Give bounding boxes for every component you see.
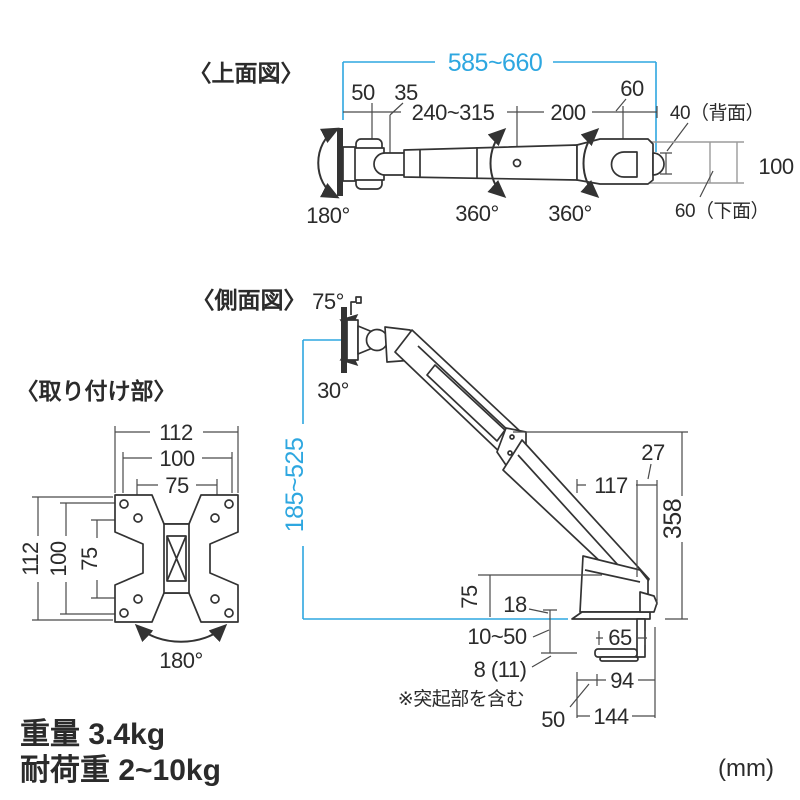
clamp-column bbox=[579, 555, 649, 613]
side-dim-8-11: 8 (11) bbox=[474, 657, 527, 682]
side-dim-clamp-range: 10~50 bbox=[467, 624, 527, 649]
top-total-width-dimension: 585~660 bbox=[342, 49, 657, 152]
top-angle-joint2: 360° bbox=[548, 201, 592, 226]
side-dim-27: 27 bbox=[641, 440, 665, 465]
spec-text: 重量 3.4kg 耐荷重 2~10kg (mm) bbox=[20, 718, 774, 787]
top-total-width-label: 585~660 bbox=[448, 49, 543, 77]
side-dim-18: 18 bbox=[503, 592, 527, 617]
side-dim-94: 94 bbox=[610, 668, 634, 693]
side-angle-down: 30° bbox=[317, 378, 349, 403]
arc-180 bbox=[317, 127, 340, 199]
clamp-front-bump bbox=[639, 591, 658, 613]
wall-plate-edge-side bbox=[341, 307, 347, 373]
top-rear-dimension: 40（背面） bbox=[660, 102, 765, 175]
top-angle-base: 180° bbox=[306, 203, 350, 228]
mount-height-75: 75 bbox=[77, 547, 102, 571]
side-height-range-label: 185~525 bbox=[281, 438, 309, 533]
mount-height-112: 112 bbox=[18, 542, 43, 576]
top-arm-drawing bbox=[337, 128, 665, 196]
wall-plate-edge bbox=[337, 128, 343, 196]
top-angle-joint1: 360° bbox=[455, 201, 499, 226]
side-dim-50: 50 bbox=[541, 707, 565, 732]
arc-360-2 bbox=[580, 127, 600, 198]
top-dim-100: 100 bbox=[758, 154, 793, 179]
mount-width-100: 100 bbox=[159, 446, 194, 471]
unit-note: (mm) bbox=[718, 755, 774, 782]
vesa-plate-drawing: 180° bbox=[114, 494, 239, 673]
side-view-title: 〈側面図〉 bbox=[192, 287, 307, 313]
side-note-protrusion: ※突起部を含む bbox=[398, 688, 524, 710]
mount-width-112: 112 bbox=[159, 420, 193, 445]
weight-spec: 重量 3.4kg bbox=[20, 718, 165, 751]
mount-angle-rotate: 180° bbox=[159, 648, 203, 673]
side-dim-117: 117 bbox=[594, 473, 628, 498]
top-view-title: 〈上面図〉 bbox=[189, 60, 304, 86]
side-dim-75: 75 bbox=[457, 585, 482, 609]
clamp-top-plate bbox=[571, 611, 651, 620]
mount-width-75: 75 bbox=[165, 473, 189, 498]
top-dim-35: 35 bbox=[394, 80, 418, 105]
ball-joint bbox=[365, 328, 389, 352]
top-clamp-outline: 100 60（下面） bbox=[650, 141, 794, 222]
top-dimension-chain: 50 35 240~315 200 60 bbox=[343, 76, 658, 162]
top-dim-60: 60 bbox=[620, 76, 644, 101]
mount-left-dimensions: 112 100 75 bbox=[18, 496, 135, 621]
side-dim-144: 144 bbox=[593, 704, 628, 729]
vesa-screw-holes bbox=[119, 499, 234, 618]
mount-top-dimensions: 112 100 75 bbox=[114, 420, 239, 505]
mount-view: 〈取り付け部〉 112 100 75 112 100 75 bbox=[16, 378, 239, 673]
side-dim-65: 65 bbox=[608, 625, 632, 650]
load-capacity-spec: 耐荷重 2~10kg bbox=[20, 754, 221, 787]
clamp-jaw-pad bbox=[599, 656, 639, 662]
side-height-dimension: 185~525 bbox=[281, 339, 568, 620]
side-dimensions: 358 27 117 75 18 10~50 8 (11) ※突起部を含む 65… bbox=[398, 431, 688, 732]
clamp-lower-jaw bbox=[594, 648, 638, 658]
top-dim-arm1: 240~315 bbox=[412, 100, 495, 125]
top-dim-60-bottom: 60（下面） bbox=[675, 200, 769, 222]
mount-view-title: 〈取り付け部〉 bbox=[16, 378, 177, 404]
mount-height-100: 100 bbox=[46, 541, 71, 576]
arc-360-1 bbox=[487, 127, 507, 198]
top-dim-50: 50 bbox=[351, 80, 375, 105]
top-rotation-arcs: 180° 360° 360° bbox=[306, 127, 600, 228]
top-view: 〈上面図〉 585~660 50 35 240~315 200 60 40（背面… bbox=[189, 49, 795, 228]
arc-vesa-180 bbox=[134, 623, 228, 643]
side-angle-up: 75° bbox=[312, 289, 344, 314]
arm-head bbox=[576, 138, 654, 185]
side-dim-358: 358 bbox=[659, 499, 687, 539]
top-dim-40-rear: 40（背面） bbox=[670, 102, 764, 124]
side-arm-drawing bbox=[341, 296, 658, 662]
top-dim-arm2: 200 bbox=[550, 100, 585, 125]
side-view: 〈側面図〉 75° 30° 185~525 bbox=[192, 287, 688, 732]
